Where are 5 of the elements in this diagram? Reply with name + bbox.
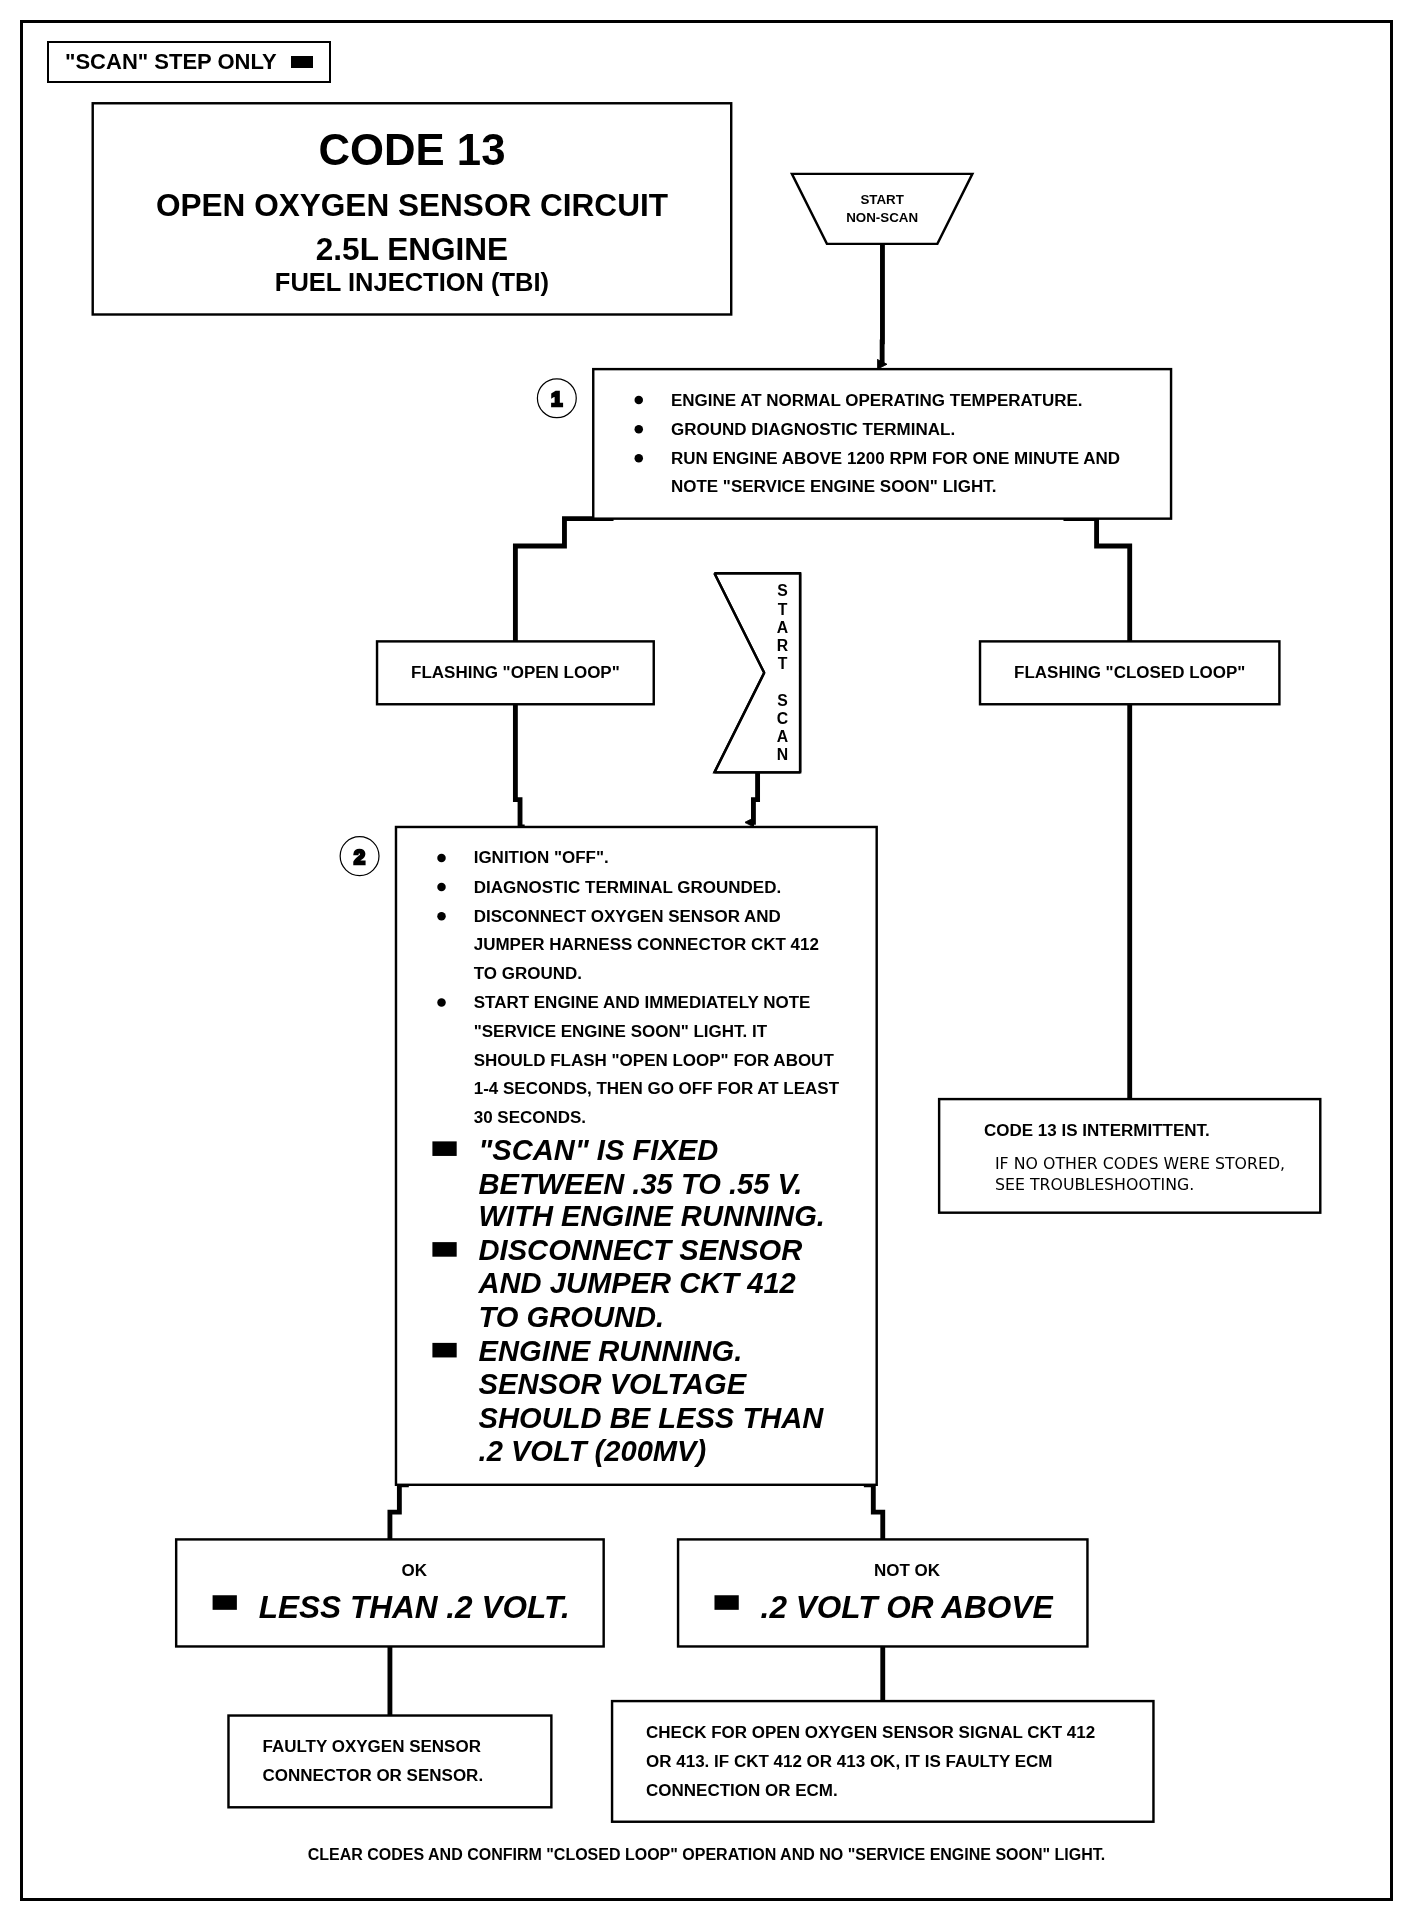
note-text: CLEAR CODES AND CONFIRM "CLOSED LOOP" OPERATION AND NO "SERVICE ENGINE SOON" LIGHT.	[306, 1846, 1107, 1864]
step-number: 2	[339, 836, 380, 877]
legend-text: "SCAN" STEP ONLY	[65, 49, 277, 75]
step-number: 1	[536, 378, 577, 419]
page-frame: "SCAN" STEP ONLY CODE 13 OPEN OXYGEN SENSOR CIRCUIT 2.5L ENGINE FUEL INJECTION (TBI) START NON-SCAN ENGINE AT NORMAL OPERATING TEMPERATURE. GROUND DIAGNOSTIC TERMINAL. RUN ENGINE ABOVE 1200 RPM FOR ONE MINUTE AND NOTE "SERVICE ENGINE SOON" LIGHT. 1 FLASHING "OPEN LOOP" FLASHING "CLOSED LOOP" START SCAN IGNITION "OFF". DIAGNOSTIC TERMINAL GROUNDED. DISCONNECT OXYGEN SENSOR AND JUMPER HARNESS CONNECTOR CKT 412 TO GROUND. START ENGINE AND IMMEDIATELY NOTE "SERVICE ENGINE SOON" LIGHT. IT SHOULD FLASH "OPEN LOOP" FOR ABOUT 1-4 SECONDS, THEN GO OFF FOR AT LEAST 30 SECONDS. "SCAN" IS FIXED BETWEEN .35 TO .55 V. WITH ENGINE RUNNING. DISCONNECT SENSOR AND JUMPER CKT 412 TO GROUND. ENGINE RUNNING. SENSOR VOLTAGE SHOULD BE LESS THAN .2 VOLT (200MV) 2 CODE 13 IS INTERMITTENT. IF NO OTHER CODES WERE STORED, SEE TROUBLESHOOTING. OK LESS THAN .2 VOLT. NOT OK .2 VOLT OR ABOVE FAULTY OXYGEN SENSOR CONNECTOR OR SENSOR. CHECK FOR OPEN OXYGEN SENSOR SIGNAL CKT 412 OR 413. IF CKT 412 OR 413 OK, IT IS FAULTY ECM CONNECTION OR ECM. CLEAR CODES AND CONFIRM "CLOSED LOOP" OPERATION AND NO "SERVICE ENGINE SOON" LIGHT.	[20, 20, 1393, 1901]
